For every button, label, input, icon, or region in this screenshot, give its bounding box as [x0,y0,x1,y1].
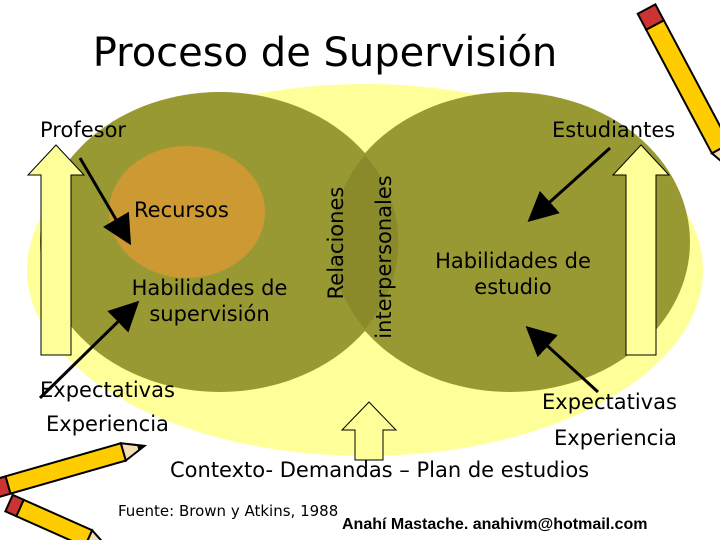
bottom-up-arrow [340,401,398,461]
page-title: Proceso de Supervisión [92,30,558,76]
author-credit: Anahí Mastache. anahivm@hotmail.com [342,516,648,533]
contexto-label: Contexto- Demandas – Plan de estudios [170,458,590,482]
recursos-circle [109,146,265,278]
relaciones-label: Relaciones [324,186,348,300]
source-citation: Fuente: Brown y Atkins, 1988 [118,502,339,520]
estudiantes-label: Estudiantes [552,118,676,142]
pencil-icon [636,3,720,174]
experiencia-right-label: Experiencia [554,426,677,450]
habilidades-supervision-line2: supervisión [149,302,270,326]
expectativas-right-label: Expectativas [542,390,677,414]
overlap-region [331,155,399,329]
habilidades-estudio-label: Habilidades de estudio [418,248,608,300]
profesor-arrow [78,157,132,246]
habilidades-supervision-label: Habilidades de supervisión [112,275,307,327]
habilidades-estudio-line1: Habilidades de [435,249,591,273]
habilidades-supervision-line1: Habilidades de [131,276,288,300]
profesor-label: Profesor [40,118,127,142]
estudiantes-arrow [527,146,612,223]
right-up-arrow [611,144,671,356]
estudio-arrow [525,325,600,394]
left-up-arrow [26,144,86,356]
estudiantes-circle [330,92,690,392]
habilidades-estudio-line2: estudio [474,275,552,299]
interpersonales-label: interpersonales [372,175,396,339]
experiencia-left-label: Experiencia [46,412,169,436]
recursos-label: Recursos [134,198,229,222]
pencils-icon [0,442,148,540]
expectativas-left-label: Expectativas [40,378,175,402]
supervision-arrow [38,300,140,400]
